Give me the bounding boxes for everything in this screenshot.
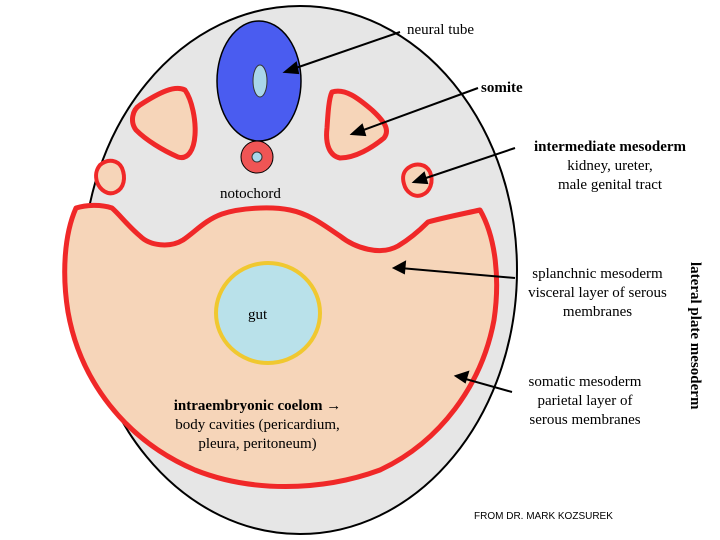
intermediate-mesoderm-left xyxy=(96,161,124,194)
label-intermediate-line2: male genital tract xyxy=(515,176,705,195)
label-lateral-plate-mesoderm: lateral plate mesoderm xyxy=(686,262,703,409)
label-coelom-title: intraembryonic coelom xyxy=(174,398,323,414)
label-somatic-line2: serous membranes xyxy=(505,411,665,430)
label-somite: somite xyxy=(481,79,523,98)
gut xyxy=(216,263,320,363)
label-coelom-line1: body cavities (pericardium, xyxy=(145,416,370,435)
label-splanchnic-block: splanchnic mesoderm visceral layer of se… xyxy=(510,265,685,322)
notochord-core xyxy=(252,152,262,162)
label-somatic-block: somatic mesoderm parietal layer of serou… xyxy=(505,373,665,430)
neural-canal xyxy=(253,65,267,97)
label-somatic-title: somatic mesoderm xyxy=(505,373,665,392)
label-splanchnic-title: splanchnic mesoderm xyxy=(510,265,685,284)
label-coelom-block: intraembryonic coelom → body cavities (p… xyxy=(145,397,370,454)
label-gut: gut xyxy=(248,306,267,325)
arrow-right-icon: → xyxy=(326,398,341,414)
label-notochord: notochord xyxy=(220,185,281,204)
label-coelom-heading: intraembryonic coelom → xyxy=(145,397,370,416)
label-coelom-line2: pleura, peritoneum) xyxy=(145,435,370,454)
label-intermediate-block: intermediate mesoderm kidney, ureter, ma… xyxy=(515,138,705,195)
label-splanchnic-line1: visceral layer of serous xyxy=(510,284,685,303)
credit-text: FROM DR. MARK KOZSUREK xyxy=(474,511,613,522)
label-splanchnic-line2: membranes xyxy=(510,303,685,322)
label-intermediate-title: intermediate mesoderm xyxy=(515,138,705,157)
label-neural-tube: neural tube xyxy=(407,21,474,40)
label-intermediate-line1: kidney, ureter, xyxy=(515,157,705,176)
label-somatic-line1: parietal layer of xyxy=(505,392,665,411)
